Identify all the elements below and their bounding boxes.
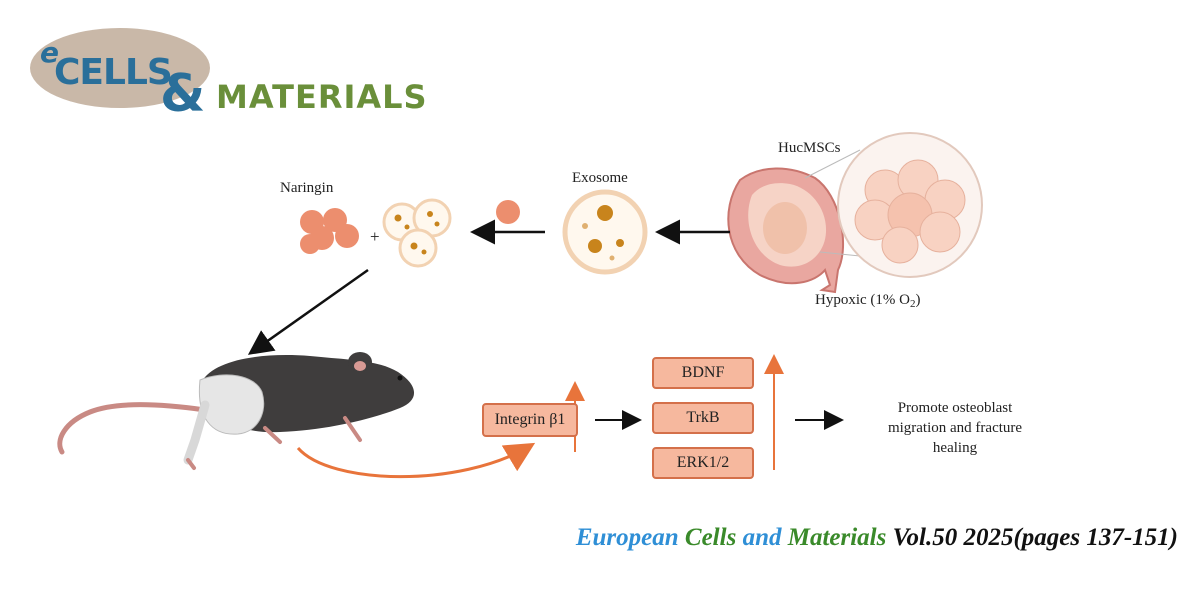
exosome-label: Exosome <box>572 170 628 186</box>
bdnf-box: BDNF <box>652 357 754 389</box>
uterus-icon <box>727 167 845 294</box>
hypoxic-label: Hypoxic (1% O2) <box>815 292 920 310</box>
citation-volume: Vol.50 2025(pages 137-151) <box>892 524 1178 551</box>
hucmscs-cell-cluster-icon <box>837 132 983 278</box>
citation-materials: Materials <box>787 524 887 551</box>
outcome-line-1: Promote osteoblast <box>897 400 1013 416</box>
logo-materials: MATERIALS <box>216 78 428 116</box>
mouse-icon <box>57 352 415 470</box>
citation: European Cells and Materials Vol.50 2025… <box>576 524 1178 552</box>
naringin-icon <box>300 208 359 254</box>
exosome-dot-icon <box>496 200 520 224</box>
journal-logo: e CELLS & MATERIALS <box>30 28 430 128</box>
citation-and: and <box>742 524 782 551</box>
naringin-label: Naringin <box>280 180 334 196</box>
hypoxic-suffix: ) <box>915 292 921 308</box>
exosome-group-icon <box>382 198 452 268</box>
outcome-line-2: migration and fracture <box>887 420 1023 436</box>
outcome-line-3: healing <box>932 440 978 456</box>
plus-sign: + <box>370 227 380 246</box>
curved-arrow <box>296 442 536 479</box>
logo-e: e <box>40 36 59 69</box>
logo-ampersand: & <box>160 64 206 124</box>
hypoxic-subscript: 2 <box>909 298 916 310</box>
arrow-to-mouse <box>247 268 369 355</box>
hypoxic-prefix: Hypoxic (1% O <box>815 292 910 308</box>
hucmscs-label: HucMSCs <box>778 140 841 156</box>
trkb-box: TrkB <box>652 402 754 434</box>
logo-oval <box>30 28 210 108</box>
erk-box: ERK1/2 <box>652 447 754 479</box>
logo-cells: CELLS <box>54 52 173 93</box>
integrin-box: Integrin β1 <box>482 403 578 437</box>
exosome-icon <box>562 189 648 275</box>
citation-cells: Cells <box>684 524 737 551</box>
citation-european: European <box>575 524 679 551</box>
outcome-label: Promote osteoblast migration and fractur… <box>845 398 1065 458</box>
